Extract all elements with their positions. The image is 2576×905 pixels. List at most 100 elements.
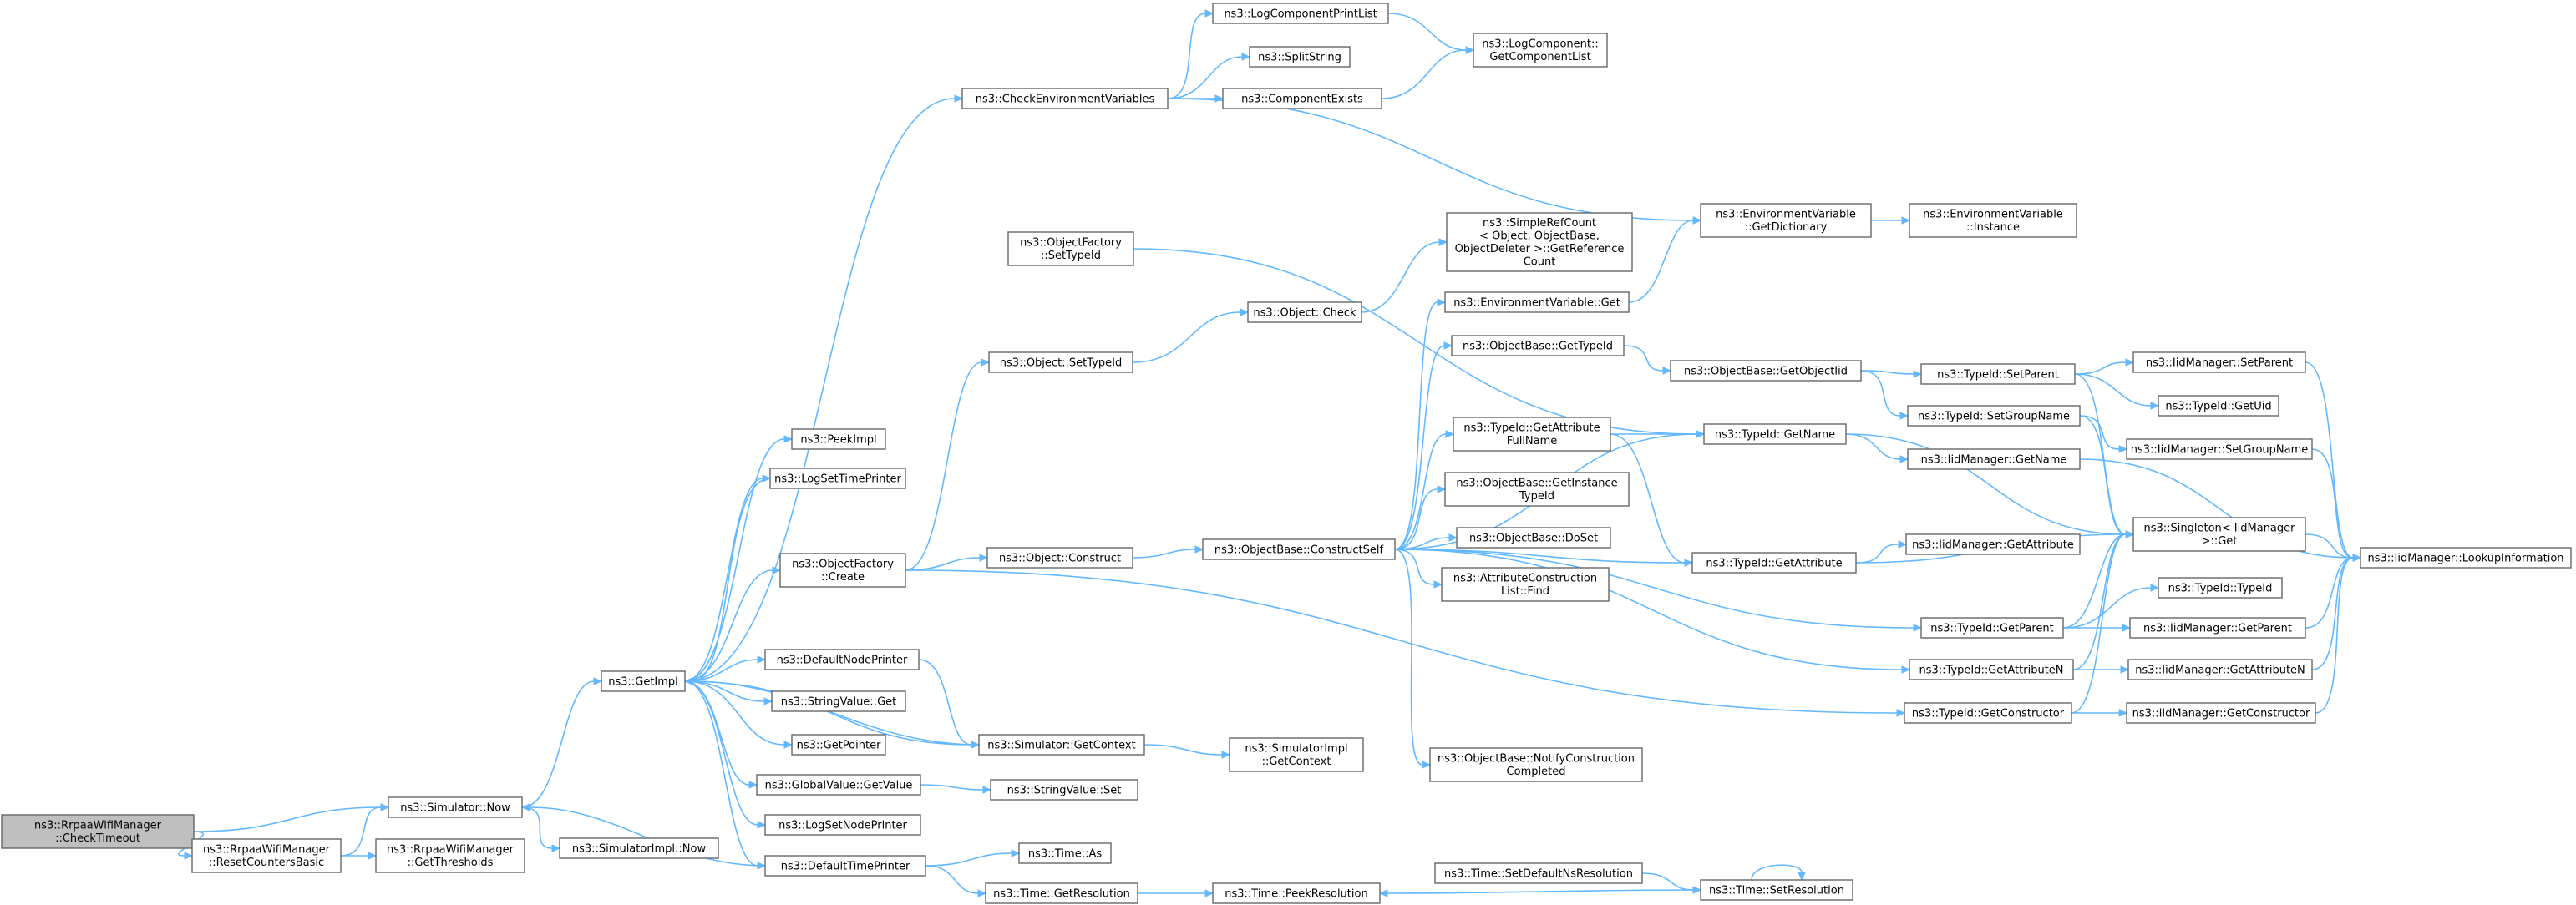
node-envdict[interactable]: ns3::EnvironmentVariable::GetDictionary	[1700, 203, 1872, 238]
node-tidgetuid[interactable]: ns3::TypeId::GetUid	[2158, 395, 2279, 417]
node-envget[interactable]: ns3::EnvironmentVariable::Get	[1444, 291, 1630, 313]
node-tidgetname[interactable]: ns3::TypeId::GetName	[1703, 423, 1847, 445]
node-deftime[interactable]: ns3::DefaultTimePrinter	[764, 855, 926, 877]
node-box	[1453, 417, 1611, 452]
node-box	[2158, 577, 2283, 599]
node-obnotify[interactable]: ns3::ObjectBase::NotifyConstructionCompl…	[1429, 747, 1643, 782]
node-simgetctx[interactable]: ns3::Simulator::GetContext	[978, 734, 1145, 756]
node-label: ns3::SimulatorImpl	[1245, 743, 1347, 756]
node-simimplctx[interactable]: ns3::SimulatorImpl::GetContext	[1229, 737, 1364, 772]
edge-tidgetctor-to-iidgetctor	[2071, 709, 2128, 717]
node-compexists[interactable]: ns3::ComponentExists	[1222, 88, 1382, 109]
edge-timesetres-to-timesetres	[1751, 864, 1806, 882]
node-box	[1703, 423, 1847, 445]
node-tidgetattr[interactable]: ns3::TypeId::GetAttribute	[1691, 552, 1857, 574]
node-setdefres[interactable]: ns3::Time::SetDefaultNsResolution	[1434, 862, 1643, 884]
node-tidgetattrn[interactable]: ns3::TypeId::GetAttributeN	[1909, 659, 2074, 680]
node-iidgetparent[interactable]: ns3::IidManager::GetParent	[2129, 617, 2306, 639]
node-box	[986, 547, 1133, 569]
node-lookup[interactable]: ns3::IidManager::LookupInformation	[2360, 547, 2572, 569]
node-thresh[interactable]: ns3::RrpaaWifiManager::GetThresholds	[375, 838, 525, 873]
node-envinst[interactable]: ns3::EnvironmentVariable::Instance	[1909, 203, 2077, 238]
edge-arrowhead	[1378, 889, 1388, 897]
node-strget[interactable]: ns3::StringValue::Get	[771, 690, 906, 712]
node-srcget[interactable]: ns3::SimpleRefCount< Object, ObjectBase,…	[1446, 212, 1633, 272]
node-iidgetctor[interactable]: ns3::IidManager::GetConstructor	[2126, 702, 2316, 724]
node-tidsetparent[interactable]: ns3::TypeId::SetParent	[1920, 363, 2076, 385]
node-defnode[interactable]: ns3::DefaultNodePrinter	[764, 649, 920, 670]
node-tidsetgroup[interactable]: ns3::TypeId::SetGroupName	[1907, 405, 2081, 427]
node-label: ns3::Object::Construct	[999, 552, 1121, 564]
node-box	[2132, 517, 2306, 552]
node-objsettid[interactable]: ns3::Object::SetTypeId	[988, 351, 1133, 373]
node-objcheck[interactable]: ns3::Object::Check	[1247, 301, 1362, 323]
node-lcgetlist[interactable]: ns3::LogComponent::GetComponentList	[1473, 33, 1608, 68]
edge-line	[2079, 415, 2127, 535]
node-singleton[interactable]: ns3::Singleton< IidManager>::Get	[2132, 517, 2306, 552]
edge-tidgetattrfull-to-tidgetattr	[1610, 433, 1694, 567]
node-box	[2360, 547, 2572, 569]
node-reset[interactable]: ns3::RrpaaWifiManager::ResetCountersBasi…	[191, 838, 342, 873]
node-iidsetparent[interactable]: ns3::IidManager::SetParent	[2132, 351, 2306, 373]
edge-arrowhead	[1448, 533, 1458, 542]
node-label: ns3::ObjectBase::ConstructSelf	[1214, 544, 1384, 556]
node-logsettime[interactable]: ns3::LogSetTimePrinter	[769, 468, 906, 489]
node-iidsetgroup[interactable]: ns3::IidManager::SetGroupName	[2126, 438, 2313, 460]
node-tidgetctor[interactable]: ns3::TypeId::GetConstructor	[1904, 702, 2072, 724]
node-split[interactable]: ns3::SplitString	[1249, 46, 1351, 68]
node-label: ns3::SimpleRefCount	[1483, 217, 1596, 230]
node-label: ::ResetCountersBasic	[209, 857, 324, 869]
edge-line	[1361, 241, 1440, 313]
edge-line	[1394, 549, 1914, 629]
node-strset[interactable]: ns3::StringValue::Set	[990, 779, 1138, 801]
node-box	[771, 690, 906, 712]
node-timegetres[interactable]: ns3::Time::GetResolution	[985, 882, 1138, 904]
node-root[interactable]: ns3::RrpaaWifiManager::CheckTimeout	[1, 814, 195, 849]
edge-line	[1610, 433, 1686, 564]
node-obdoset[interactable]: ns3::ObjectBase::DoSet	[1456, 527, 1611, 549]
node-iidgetname[interactable]: ns3::IidManager::GetName	[1907, 448, 2081, 470]
edge-checkenv-to-lcprint	[1167, 9, 1214, 99]
node-objconstruct[interactable]: ns3::Object::Construct	[986, 547, 1133, 569]
edge-arrowhead	[593, 677, 603, 685]
node-peekres[interactable]: ns3::Time::PeekResolution	[1212, 882, 1381, 904]
node-timesetres[interactable]: ns3::Time::SetResolution	[1700, 879, 1853, 901]
node-iidgetattr[interactable]: ns3::IidManager::GetAttribute	[1905, 533, 2081, 555]
node-checkenv[interactable]: ns3::CheckEnvironmentVariables	[961, 88, 1169, 109]
node-obgettid[interactable]: ns3::ObjectBase::GetTypeId	[1451, 335, 1625, 356]
node-box	[191, 838, 342, 873]
node-obgetoiid[interactable]: ns3::ObjectBase::GetObjectIid	[1670, 360, 1862, 382]
node-getptr[interactable]: ns3::GetPointer	[791, 734, 886, 756]
node-timeas[interactable]: ns3::Time::As	[1018, 842, 1112, 864]
node-simimplnow[interactable]: ns3::SimulatorImpl::Now	[559, 837, 719, 859]
edge-line	[1394, 549, 1435, 585]
node-label: ns3::Singleton< IidManager	[2143, 523, 2295, 535]
node-tidgetparent[interactable]: ns3::TypeId::GetParent	[1920, 617, 2064, 639]
node-lcprint[interactable]: ns3::LogComponentPrintList	[1212, 3, 1389, 24]
node-box	[1907, 448, 2081, 470]
node-label: ns3::DefaultNodePrinter	[777, 654, 908, 666]
node-box	[1909, 659, 2074, 680]
node-tidtid[interactable]: ns3::TypeId::TypeId	[2158, 577, 2283, 599]
node-box	[978, 734, 1145, 756]
node-label: ns3::EnvironmentVariable	[1923, 209, 2063, 221]
node-box	[1429, 747, 1643, 782]
node-ofsettid[interactable]: ns3::ObjectFactory::SetTypeId	[1007, 231, 1134, 266]
node-logsetnode[interactable]: ns3::LogSetNodePrinter	[764, 814, 921, 836]
node-peekimpl[interactable]: ns3::PeekImpl	[791, 428, 886, 450]
edge-timegetres-to-peekres	[1138, 889, 1214, 897]
edge-line	[1628, 220, 1694, 303]
node-box	[1212, 882, 1381, 904]
node-constructself[interactable]: ns3::ObjectBase::ConstructSelf	[1202, 538, 1396, 560]
node-gvget[interactable]: ns3::GlobalValue::GetValue	[756, 774, 921, 796]
node-ofcreate[interactable]: ns3::ObjectFactory::Create	[779, 553, 906, 588]
node-getimpl[interactable]: ns3::GetImpl	[601, 670, 686, 692]
node-label: ns3::Time::SetResolution	[1709, 884, 1844, 897]
node-iidgetattrn[interactable]: ns3::IidManager::GetAttributeN	[2127, 659, 2313, 680]
edge-constructself-to-tidgetattrn	[1394, 549, 1911, 674]
node-box	[1444, 291, 1630, 313]
node-now[interactable]: ns3::Simulator::Now	[388, 796, 523, 818]
